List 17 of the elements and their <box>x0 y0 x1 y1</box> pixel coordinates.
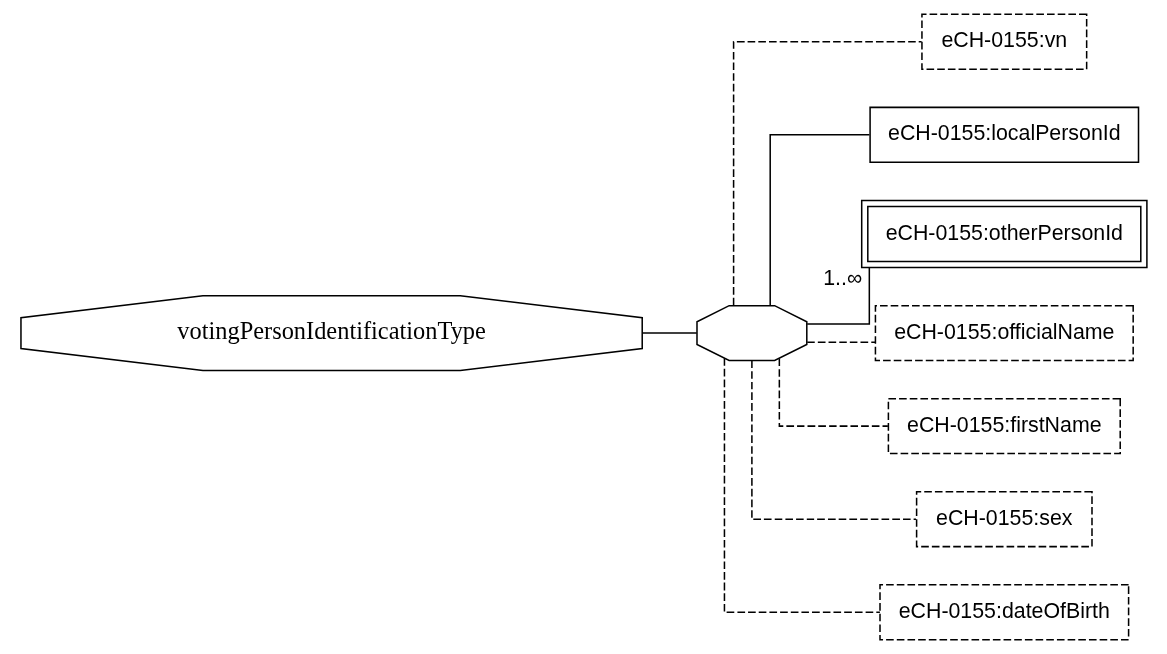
connector <box>723 357 881 613</box>
connector <box>806 341 876 343</box>
connector <box>641 332 697 334</box>
node-box: eCH-0155:sex <box>915 490 1093 548</box>
node-octagon <box>695 304 808 362</box>
connector <box>732 41 922 306</box>
node-box: eCH-0155:dateOfBirth <box>878 583 1129 641</box>
node-box: eCH-0155:otherPersonId <box>860 199 1148 269</box>
connector <box>778 357 889 427</box>
node-box: eCH-0155:vn <box>920 13 1087 71</box>
connector <box>805 267 870 325</box>
node-box: eCH-0155:localPersonId <box>868 106 1139 164</box>
connector <box>768 134 870 307</box>
node-label: 1..∞ <box>822 265 862 290</box>
node-box: eCH-0155:firstName <box>887 397 1121 455</box>
connector <box>750 359 917 520</box>
node-box: eCH-0155:officialName <box>874 304 1134 362</box>
